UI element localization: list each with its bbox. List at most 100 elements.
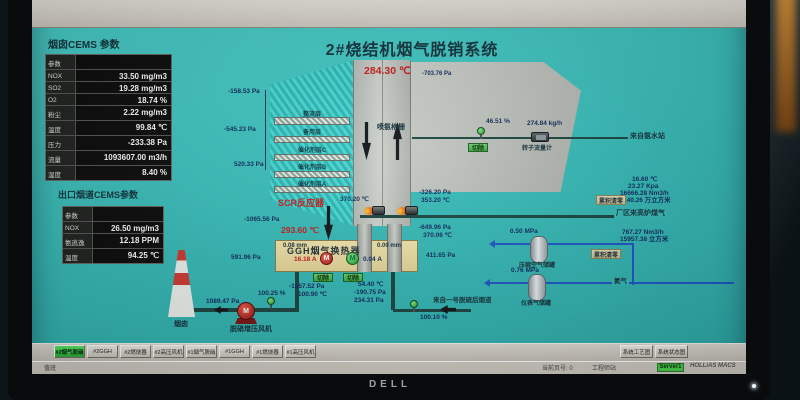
- toolbar: [32, 0, 746, 28]
- system-process-button[interactable]: 系统工艺图: [620, 345, 653, 358]
- ggh-hot-out-pressure: -649.96 Pa: [419, 224, 451, 231]
- pressure-bracket-line: [265, 90, 266, 170]
- gas-flow: 16666.28 Nm3/h: [620, 190, 669, 197]
- ggh-outlet-temp: 100.90 ℃: [298, 291, 327, 298]
- ggh-main-cutoff-button[interactable]: 切除: [313, 273, 333, 282]
- ammonia-source-label: 来自氨水站: [630, 133, 665, 140]
- burner-icon[interactable]: [397, 205, 419, 217]
- tab-1-fan[interactable]: #1高压风机: [285, 345, 316, 358]
- table-row: 参数: [63, 207, 163, 222]
- ggh-main-motor-icon[interactable]: M: [320, 252, 333, 265]
- layer-label: 催化剂层B: [297, 165, 327, 171]
- tab-1-ggh[interactable]: #1GGH: [219, 345, 250, 358]
- ggh-cold-duct-column: [387, 224, 402, 272]
- scr-reactor-label: SCR反应器: [278, 198, 325, 208]
- ggh-aux-motor-current: 0.04 A: [363, 256, 382, 263]
- ammonia-cutoff-button[interactable]: 切除: [468, 143, 488, 152]
- catalyst-layer-b: [274, 171, 350, 178]
- tab-2-ggh[interactable]: #2GGH: [87, 345, 118, 358]
- blue-arrow-icon: [484, 279, 490, 287]
- cold-flue-valve-opening: 100.10 %: [420, 314, 448, 321]
- fan-base: [235, 318, 257, 324]
- ggh-hot-out-temp: 370.06 ℃: [423, 232, 452, 239]
- layer-label: 备用层: [302, 130, 321, 136]
- rotameter-icon[interactable]: [531, 132, 549, 142]
- table-row: 参数: [46, 55, 171, 70]
- layer-label: 催化剂层C: [297, 148, 327, 154]
- cold-inlet-pressure2: 234.31 Pa: [354, 297, 384, 304]
- tank2-label: 仪表气储罐: [521, 301, 552, 307]
- status-page-number: 当前页号: 0: [542, 366, 573, 372]
- scr-outlet-temp: 293.60 ℃: [281, 225, 319, 235]
- ggh-title: GGH烟气换热器: [287, 246, 361, 256]
- ggh-aux-cutoff-button[interactable]: 切除: [343, 273, 363, 282]
- down-flow-arrow-icon: [362, 122, 371, 160]
- n2-total-reset-button[interactable]: 累积清零: [591, 249, 621, 259]
- down-flow-arrow-icon: [324, 206, 333, 240]
- duct-top-temp: 284.30 ℃: [364, 65, 411, 77]
- air-pipe: [495, 243, 530, 245]
- layer-label: 催化剂层A: [297, 182, 327, 188]
- background-orange-object: [776, 0, 796, 132]
- server-status-badge: Server1: [657, 362, 684, 372]
- cold-flue-valve[interactable]: [410, 300, 418, 312]
- gas-temp: 16.60 ℃: [632, 176, 658, 183]
- ggh-side-pressure: 411.65 Pa: [426, 252, 456, 259]
- gas-total-reset-button[interactable]: 累积清零: [596, 195, 626, 205]
- tab-2-denox[interactable]: #2烟气脱硝: [54, 345, 85, 358]
- reactor-inlet-pressure: -158.53 Pa: [228, 88, 260, 95]
- tab-1-denox[interactable]: #1烟气脱硝: [186, 345, 217, 358]
- chimney-pipe-pressure: 1089.47 Pa: [206, 298, 240, 305]
- system-status-button[interactable]: 系统状态图: [655, 345, 688, 358]
- tank2-pressure: 0.76 MPa: [511, 267, 539, 274]
- gas-total: 140.26 万立方米: [623, 197, 671, 204]
- scr-reactor-body[interactable]: [270, 60, 354, 226]
- ggh-gap-left: 0.08 mm: [283, 243, 308, 249]
- blue-arrow-icon: [489, 240, 495, 248]
- status-bar: [32, 361, 746, 374]
- ammonia-valve[interactable]: [477, 127, 485, 139]
- ggh-aux-motor-icon[interactable]: M: [346, 252, 359, 265]
- air-pipe: [546, 282, 634, 284]
- tab-1-burner[interactable]: #1燃烧器: [252, 345, 283, 358]
- booster-fan-icon[interactable]: M: [237, 302, 255, 320]
- catalyst-layer-c: [274, 154, 350, 161]
- compressed-air-tank-icon[interactable]: [530, 236, 548, 263]
- burner-gas-pipe: [360, 215, 621, 218]
- instrument-air-tank-icon[interactable]: [528, 274, 546, 301]
- inlet-duct-top: [411, 62, 581, 192]
- ggh-outlet-pressure: -1657.52 Pa: [289, 283, 325, 290]
- ggh-hot-duct-column: [357, 224, 372, 272]
- ggh-outlet-pipe: [295, 272, 299, 310]
- burner-outlet-temp: 353.20 ℃: [421, 197, 450, 204]
- burner-inlet-temp: 370.20 ℃: [340, 196, 369, 203]
- fan-outlet-valve[interactable]: [267, 297, 275, 309]
- burner-icon[interactable]: [364, 205, 386, 217]
- tab-2-burner[interactable]: #2燃烧器: [120, 345, 151, 358]
- air-pipe: [632, 243, 634, 285]
- cold-flue-pipe: [393, 309, 471, 312]
- tank1-pressure: 0.50 MPa: [510, 228, 538, 235]
- ggh-main-motor-current: 16.18 A: [294, 256, 317, 263]
- n2-flow: 767.27 Nm3/h: [622, 229, 664, 236]
- chimney-icon[interactable]: [168, 250, 195, 317]
- power-led[interactable]: [752, 384, 756, 388]
- booster-fan-label: 脱硝增压风机: [230, 326, 272, 333]
- rectifier-layer: [274, 117, 350, 125]
- gas-source-label: 厂区来高炉煤气: [614, 210, 667, 218]
- tab-2-fan[interactable]: #2高压风机: [153, 345, 184, 358]
- burner-outlet-pressure: -326.20 Pa: [419, 189, 451, 196]
- chimney-label: 烟囱: [174, 321, 188, 328]
- ggh-gap-right: 0.00 mm: [377, 243, 402, 249]
- tank1-label: 压缩空气储罐: [519, 263, 556, 269]
- status-brand-text: HOLLiAS MACS: [690, 363, 736, 369]
- ammonia-grid-label: 喷氨格栅: [377, 124, 405, 131]
